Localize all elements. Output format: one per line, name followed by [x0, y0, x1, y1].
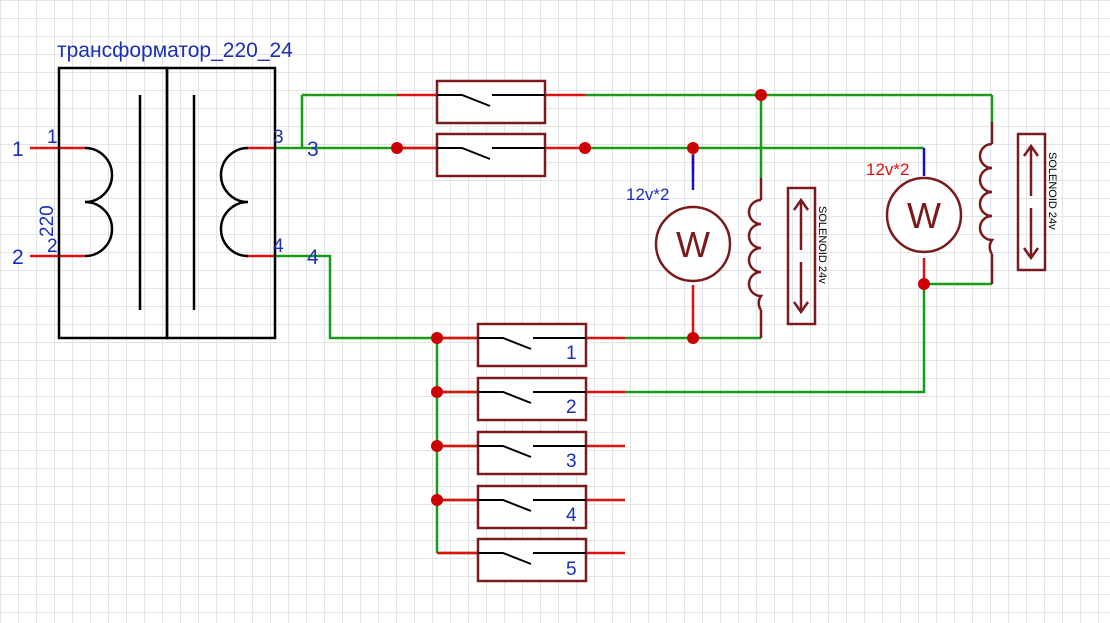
pin-label-3: 3: [273, 127, 284, 148]
motor-1-circle: [654, 205, 732, 283]
motor-1: W: [654, 205, 732, 283]
net-label-1: 1: [12, 138, 24, 161]
transformer-secondary-box: [165, 66, 277, 340]
switch-3-contact: [478, 445, 532, 458]
junction-dot: [391, 142, 403, 154]
pin-label-4: 4: [273, 236, 284, 257]
primary-winding: [84, 146, 114, 258]
blue-wires: [691, 148, 926, 190]
transformer: [57, 66, 277, 340]
switch-1-box: [476, 322, 588, 368]
solenoid-1-plunger-box: [786, 186, 817, 326]
relay-middle-box: [435, 132, 547, 178]
junction-dot: [687, 332, 699, 344]
motor-1-symbol: W: [676, 224, 710, 265]
motor-2-label: 12v*2: [866, 160, 909, 179]
switch-2-box: [476, 376, 588, 422]
relay-middle-contact: [437, 147, 491, 160]
labels: трансформатор_220_24 1 2 3 4 1 2 3 4 220…: [12, 39, 1058, 580]
switch-2-number: 2: [566, 397, 577, 418]
junction-dot: [431, 332, 443, 344]
switch-3: [476, 430, 588, 476]
switch-1-number: 1: [566, 343, 577, 364]
pin-label-2: 2: [47, 236, 58, 257]
solenoid-1-arrowhead-up: [792, 197, 810, 211]
relay-top-contact: [437, 94, 491, 107]
switch-1: [476, 322, 588, 368]
net-label-2: 2: [12, 246, 24, 269]
motor-2-symbol: W: [907, 195, 941, 236]
switch-3-box: [476, 430, 588, 476]
solenoid-2-plunger-box: [1016, 132, 1047, 272]
secondary-winding: [219, 146, 249, 258]
junction-dot: [431, 386, 443, 398]
solenoid-2: [978, 122, 1047, 284]
wire-s2-return: [625, 282, 992, 394]
solenoid-1: [747, 178, 817, 338]
switch-5: [476, 537, 588, 583]
switch-5-number: 5: [566, 559, 577, 580]
junction-dot: [918, 278, 930, 290]
solenoid-1-label: SOLENOID 24v: [816, 206, 828, 284]
relay-switch-top: [435, 79, 547, 125]
switch-5-box: [476, 537, 588, 583]
switch-4-number: 4: [566, 505, 577, 526]
junction-dot: [687, 142, 699, 154]
transformer-title: трансформатор_220_24: [57, 39, 293, 62]
junction-dot: [431, 494, 443, 506]
solenoid-2-label: SOLENOID 24v: [1046, 152, 1058, 230]
transformer-primary-box: [57, 66, 169, 340]
junction-dot: [579, 142, 591, 154]
switch-1-contact: [478, 337, 532, 350]
switch-5-contact: [478, 552, 532, 565]
junction-dot: [431, 440, 443, 452]
solenoid-2-coil: [978, 142, 995, 255]
solenoid-1-coil: [747, 198, 764, 311]
relay-top-box: [435, 79, 547, 125]
motor-2-circle: [885, 176, 963, 254]
solenoid-2-arrowhead-up: [1022, 143, 1040, 157]
net-label-4: 4: [307, 246, 319, 269]
switch-4-contact: [478, 499, 532, 512]
junctions: [391, 89, 930, 506]
switch-4: [476, 484, 588, 530]
wire-pin4-bus: [276, 254, 478, 340]
switch-4-box: [476, 484, 588, 530]
primary-voltage-label: 220: [37, 205, 58, 237]
switch-2-contact: [478, 391, 532, 404]
switch-2: [476, 376, 588, 422]
solenoid-2-arrowhead-down: [1022, 247, 1040, 261]
relay-switch-middle: [435, 132, 547, 178]
red-wires: [30, 93, 926, 555]
pin-label-1: 1: [47, 127, 58, 148]
switch-3-number: 3: [566, 451, 577, 472]
motor-2: W: [885, 176, 963, 254]
solenoid-1-arrowhead-down: [792, 301, 810, 315]
motor-1-label: 12v*2: [626, 185, 669, 204]
junction-dot: [755, 89, 767, 101]
net-label-3: 3: [307, 138, 319, 161]
